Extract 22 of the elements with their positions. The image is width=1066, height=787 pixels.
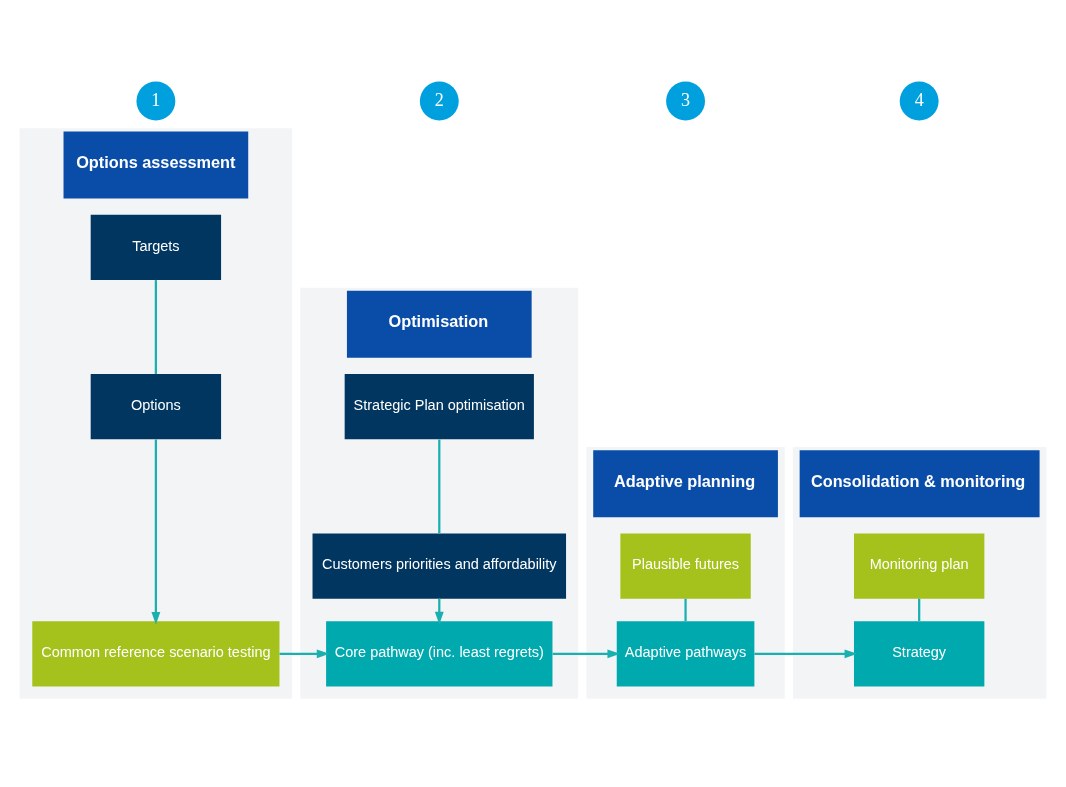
arrow bbox=[754, 648, 858, 658]
connector bbox=[438, 438, 441, 533]
arrow bbox=[552, 648, 621, 658]
connector bbox=[684, 598, 687, 621]
node-box: Strategic Plan optimisation bbox=[344, 373, 534, 439]
node-box: Core pathway (inc. least regrets) bbox=[326, 620, 553, 686]
node-box: Plausible futures bbox=[620, 532, 751, 599]
arrow bbox=[151, 438, 161, 625]
connector bbox=[154, 279, 157, 374]
node-box: Options bbox=[90, 373, 222, 439]
node-box: Targets bbox=[90, 214, 222, 280]
node-circle: 1 bbox=[136, 81, 176, 121]
node-box: Customers priorities and affordability bbox=[312, 532, 567, 599]
node-circle: 4 bbox=[899, 81, 939, 121]
node-circle: 3 bbox=[666, 81, 706, 121]
node-circle: 2 bbox=[419, 81, 459, 121]
node-box: Strategy bbox=[854, 620, 985, 686]
node-box: Monitoring plan bbox=[854, 532, 985, 599]
node-box: Common reference scenario testing bbox=[32, 620, 280, 686]
arrow bbox=[279, 648, 330, 658]
node-box: Adaptive pathways bbox=[616, 620, 755, 686]
connector bbox=[918, 598, 921, 621]
